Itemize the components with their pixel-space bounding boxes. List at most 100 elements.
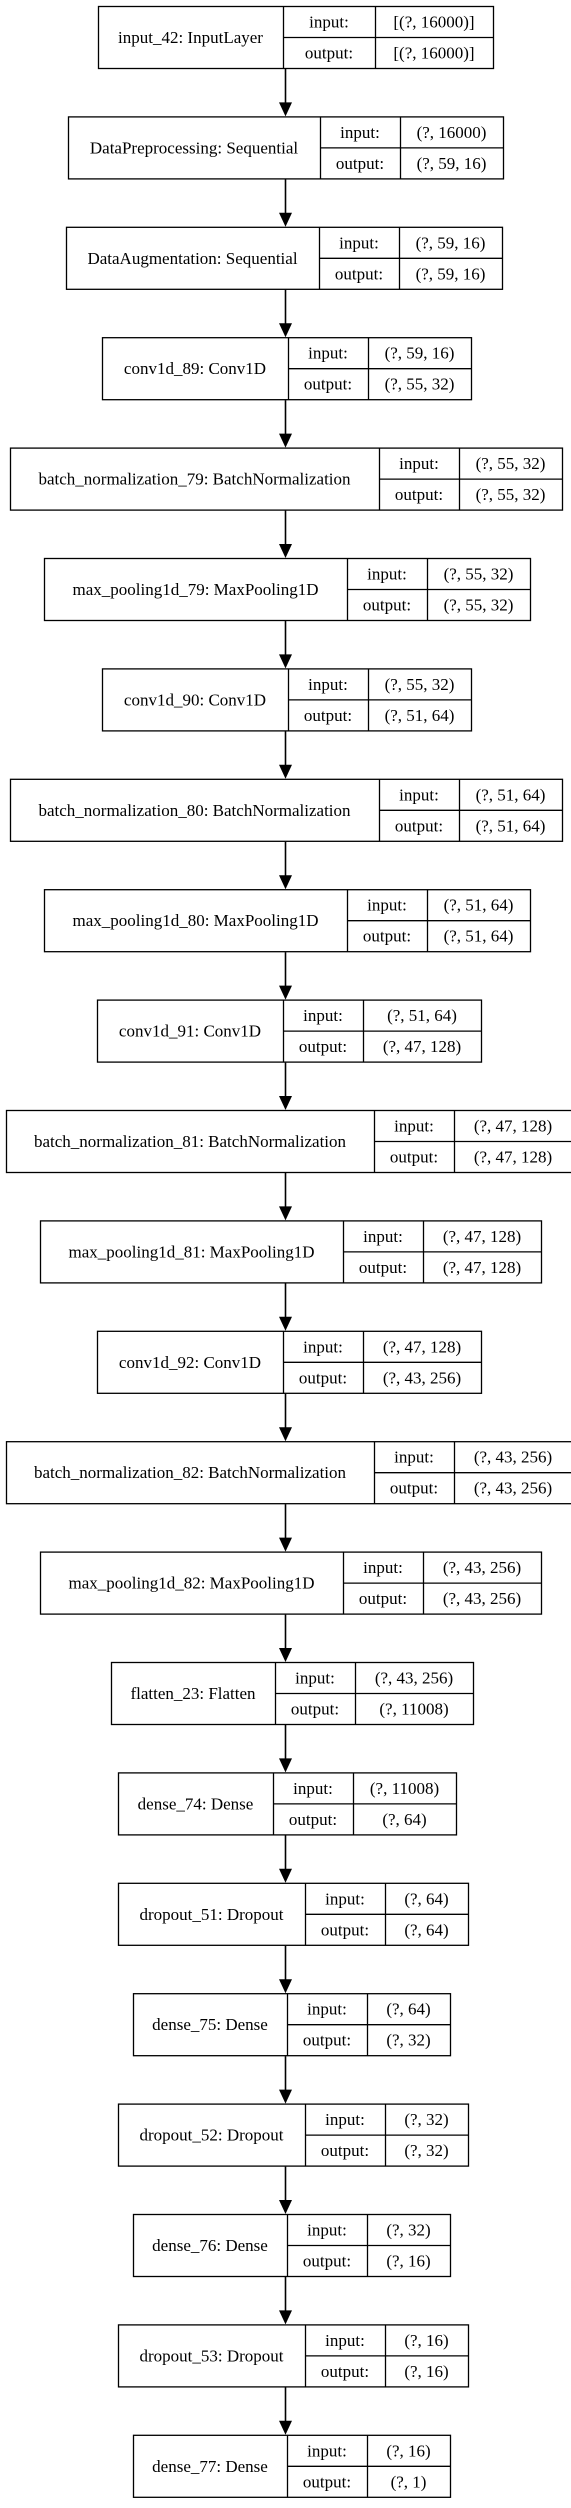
- arrowhead-icon: [279, 1206, 292, 1221]
- flow-arrow: [279, 1283, 292, 1331]
- input-label: input:: [307, 2441, 347, 2460]
- layer-name: dense_75: Dense: [152, 2015, 268, 2034]
- output-shape: (?, 51, 64): [444, 927, 514, 946]
- arrowhead-icon: [279, 2200, 292, 2214]
- input-shape: (?, 16000): [417, 123, 487, 142]
- flow-arrow: [279, 1504, 292, 1552]
- arrowhead-icon: [279, 1868, 292, 1883]
- arrowhead-icon: [279, 875, 292, 890]
- layer-name: dropout_53: Dropout: [139, 2346, 283, 2365]
- layer-name: flatten_23: Flatten: [130, 1684, 256, 1703]
- layer-name: dense_77: Dense: [152, 2457, 268, 2476]
- arrowhead-icon: [279, 212, 292, 227]
- input-shape: (?, 51, 64): [387, 1006, 457, 1025]
- arrowhead-icon: [279, 1316, 292, 1331]
- arrowhead-icon: [279, 654, 292, 669]
- layer-name: conv1d_90: Conv1D: [124, 690, 266, 709]
- input-label: input:: [363, 1227, 403, 1246]
- layer-name: dense_76: Dense: [152, 2236, 268, 2255]
- flow-arrow: [279, 1062, 292, 1110]
- input-label: input:: [308, 675, 348, 694]
- layer-name: input_42: InputLayer: [118, 28, 263, 47]
- input-shape: (?, 64): [404, 1889, 448, 1908]
- output-label: output:: [303, 2472, 351, 2491]
- output-label: output:: [291, 1700, 339, 1719]
- layer-name: DataPreprocessing: Sequential: [90, 138, 298, 157]
- input-shape: (?, 43, 256): [375, 1669, 453, 1688]
- output-shape: (?, 59, 16): [416, 264, 486, 283]
- flow-arrow: [279, 2056, 292, 2104]
- output-label: output:: [390, 1148, 438, 1167]
- output-shape: (?, 47, 128): [383, 1037, 461, 1056]
- arrowhead-icon: [279, 544, 292, 558]
- layer-node: max_pooling1d_82: MaxPooling1Dinput:outp…: [39, 1551, 543, 1615]
- output-label: output:: [303, 2031, 351, 2050]
- arrowhead-icon: [279, 985, 292, 1000]
- output-label: output:: [299, 1368, 347, 1387]
- arrowhead-icon: [279, 1979, 292, 1994]
- input-shape: (?, 64): [386, 2000, 430, 2019]
- layer-name: dropout_51: Dropout: [139, 1905, 283, 1924]
- output-label: output:: [321, 2141, 369, 2160]
- input-label: input:: [293, 1779, 333, 1798]
- output-label: output:: [304, 375, 352, 394]
- output-label: output:: [390, 1479, 438, 1498]
- input-label: input:: [308, 344, 348, 363]
- input-shape: (?, 16): [404, 2331, 448, 2350]
- arrowhead-icon: [279, 764, 292, 779]
- flow-arrow: [279, 1725, 292, 1773]
- input-label: input:: [325, 2331, 365, 2350]
- output-shape: (?, 47, 128): [443, 1258, 521, 1277]
- output-label: output:: [363, 927, 411, 946]
- output-shape: [(?, 16000)]: [393, 44, 474, 63]
- flow-arrow: [279, 1835, 292, 1883]
- input-shape: (?, 32): [386, 2221, 430, 2240]
- input-shape: (?, 47, 128): [383, 1337, 461, 1356]
- input-label: input:: [325, 1889, 365, 1908]
- output-label: output:: [321, 2362, 369, 2381]
- input-shape: (?, 11008): [370, 1779, 439, 1798]
- input-label: input:: [325, 2110, 365, 2129]
- input-shape: (?, 51, 64): [444, 896, 514, 915]
- output-shape: (?, 64): [404, 1920, 448, 1939]
- output-label: output:: [395, 485, 443, 504]
- input-label: input:: [399, 785, 439, 804]
- output-shape: (?, 43, 256): [443, 1589, 521, 1608]
- input-label: input:: [303, 1337, 343, 1356]
- layer-name: max_pooling1d_80: MaxPooling1D: [72, 911, 318, 930]
- input-label: input:: [399, 454, 439, 473]
- output-shape: (?, 11008): [379, 1700, 448, 1719]
- layer-node: batch_normalization_79: BatchNormalizati…: [9, 447, 564, 511]
- input-label: input:: [394, 1117, 434, 1136]
- layer-name: max_pooling1d_81: MaxPooling1D: [68, 1242, 314, 1261]
- input-shape: (?, 47, 128): [443, 1227, 521, 1246]
- output-label: output:: [303, 2252, 351, 2271]
- input-label: input:: [303, 1006, 343, 1025]
- input-shape: (?, 55, 32): [476, 454, 546, 473]
- arrowhead-icon: [279, 1648, 292, 1662]
- output-shape: (?, 47, 128): [474, 1148, 552, 1167]
- output-label: output:: [305, 44, 353, 63]
- layer-node: max_pooling1d_80: MaxPooling1D input: outp…: [43, 889, 532, 953]
- input-label: input:: [340, 123, 380, 142]
- layer-node: batch_normalization_82: BatchNormalizati…: [5, 1441, 571, 1505]
- flow-arrow: [279, 2387, 292, 2435]
- output-shape: (?, 64): [382, 1810, 426, 1829]
- flow-arrow: [279, 1173, 292, 1221]
- flow-arrow: [279, 510, 292, 558]
- input-shape: (?, 59, 16): [416, 233, 486, 252]
- arrowhead-icon: [279, 102, 292, 117]
- layer-name: max_pooling1d_82: MaxPooling1D: [68, 1574, 314, 1593]
- arrowhead-icon: [279, 2420, 292, 2435]
- output-label: output:: [304, 706, 352, 725]
- layer-node: max_pooling1d_79: MaxPooling1Dinput:outp…: [43, 557, 532, 622]
- input-label: input:: [367, 896, 407, 915]
- output-label: output:: [335, 264, 383, 283]
- input-shape: (?, 43, 256): [443, 1558, 521, 1577]
